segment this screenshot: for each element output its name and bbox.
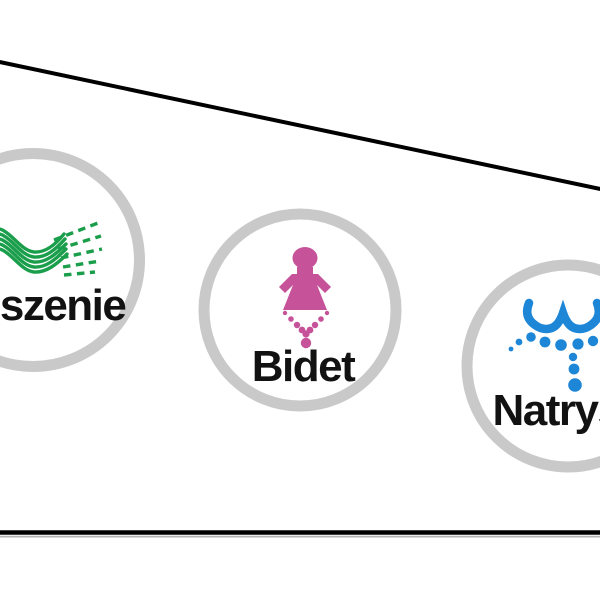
top-slanted-rule [0, 60, 600, 191]
feature-drying: Suszenie [0, 148, 145, 372]
feature-label-bidet: Bidet [252, 342, 356, 391]
water-spray-icon [508, 298, 600, 392]
feature-circle [461, 259, 600, 473]
feature-bidet: Bidet [198, 208, 402, 412]
air-flow-icon [0, 221, 103, 277]
feminine-wash-icon [279, 247, 331, 349]
feature-circle [0, 148, 145, 372]
feature-label-spray: Natrysk [493, 386, 600, 435]
feature-label-drying: Suszenie [0, 281, 125, 330]
feature-spray: Natrysk [461, 259, 600, 473]
